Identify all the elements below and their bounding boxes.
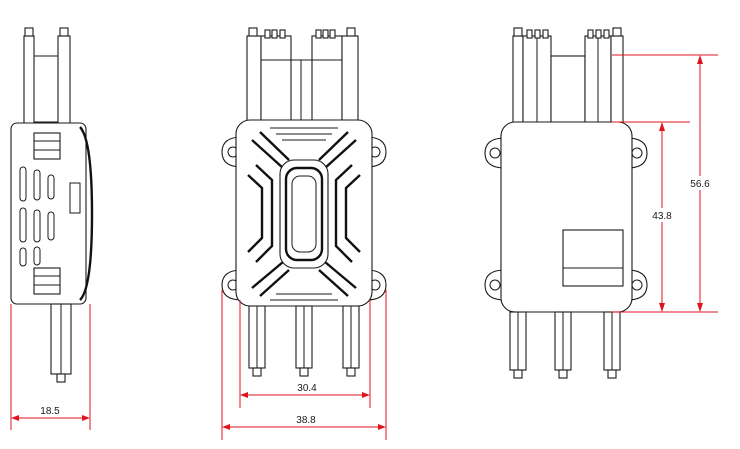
dim-body-length: 43.8: [612, 121, 718, 313]
side-heatsink-curve: [79, 126, 94, 301]
side-connector-bottom: [33, 267, 61, 295]
dim-body-length-label: 43.8: [652, 211, 672, 222]
side-wire-upper-right: [57, 35, 71, 125]
dim-overall-width-label: 38.8: [296, 415, 316, 426]
top-wire-4: [341, 35, 359, 122]
top-wire-2: [260, 35, 292, 122]
dim-overall-width: 38.8: [221, 290, 387, 440]
side-view: 18.5: [10, 27, 94, 430]
dim-side-width-label: 18.5: [40, 406, 60, 417]
side-wire-upper-left: [23, 35, 35, 125]
dim-mount-hole-spacing: 30.4: [239, 300, 371, 408]
bottom-label-plate: [562, 229, 624, 287]
dim-overall-length-label: 56.6: [690, 179, 710, 190]
top-wire-3: [311, 35, 343, 122]
top-terminals-upper: [248, 27, 356, 39]
side-terminal-upper-left: [24, 27, 34, 37]
top-view: 30.4 38.8: [221, 27, 387, 440]
side-terminal-upper-right: [59, 27, 69, 37]
dim-side-width: 18.5: [10, 304, 91, 430]
bottom-view: 43.8 56.6: [484, 27, 718, 379]
side-terminal-lower: [56, 373, 66, 383]
side-connector-top: [33, 132, 61, 160]
bottom-terminals-upper: [513, 27, 622, 39]
dim-mount-hole-spacing-label: 30.4: [297, 383, 317, 394]
side-fins: [19, 166, 55, 267]
dim-overall-length: 56.6: [612, 54, 718, 312]
top-heatsink-ribs: [247, 127, 361, 301]
top-wire-1: [246, 35, 262, 122]
